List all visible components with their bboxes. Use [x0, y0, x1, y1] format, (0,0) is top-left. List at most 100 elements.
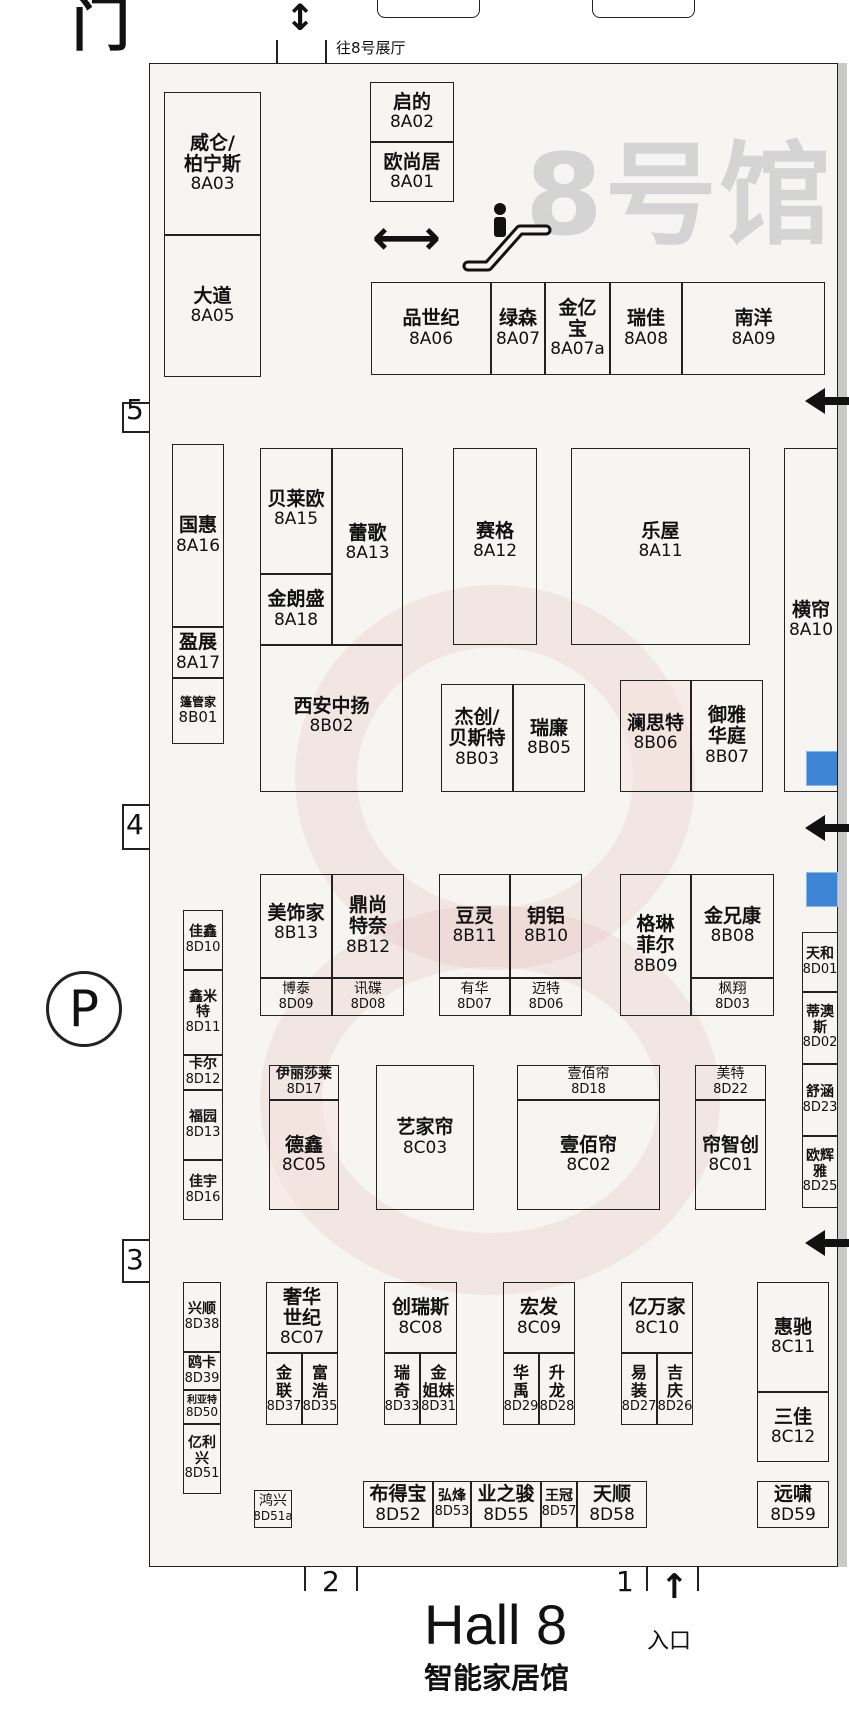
booth-8B11[interactable]: 豆灵 8B11: [439, 874, 510, 978]
booth-code: 8B07: [704, 746, 750, 767]
booth-8D27[interactable]: 易 装 8D27: [621, 1353, 657, 1425]
booth-8D55[interactable]: 业之骏 8D55: [471, 1481, 541, 1528]
booth-8D18[interactable]: 壹佰帘 8D18: [517, 1065, 660, 1100]
booth-8A12[interactable]: 赛格 8A12: [453, 448, 537, 645]
booth-8B13[interactable]: 美饰家 8B13: [260, 874, 332, 978]
booth-8C10[interactable]: 亿万家 8C10: [621, 1282, 693, 1353]
booth-8D51a[interactable]: 鸿兴 8D51a: [253, 1490, 293, 1528]
booth-name: 天和: [806, 945, 834, 962]
booth-8A10[interactable]: 横帘 8A10: [784, 448, 838, 792]
booth-8C11[interactable]: 惠驰 8C11: [757, 1282, 829, 1392]
booth-8D59[interactable]: 远啸 8D59: [757, 1481, 829, 1528]
booth-8D13[interactable]: 福园 8D13: [183, 1090, 223, 1160]
booth-code: 8C05: [281, 1155, 327, 1176]
booth-8D51[interactable]: 亿利 兴 8D51: [183, 1424, 221, 1494]
booth-8C03[interactable]: 艺家帘 8C03: [376, 1065, 474, 1210]
booth-8A07[interactable]: 绿森 8A07: [491, 282, 545, 375]
booth-8A06[interactable]: 品世纪 8A06: [371, 282, 491, 375]
booth-8B07[interactable]: 御雅 华庭 8B07: [691, 680, 763, 792]
booth-8D53[interactable]: 弘烽 8D53: [433, 1481, 471, 1528]
booth-name: 弘烽: [438, 1488, 466, 1505]
booth-8A17[interactable]: 盈展 8A17: [172, 627, 224, 678]
booth-8A03[interactable]: 威仑/ 柏宁斯 8A03: [164, 92, 261, 235]
booth-8B08[interactable]: 金兄康 8B08: [691, 874, 774, 978]
booth-8D08[interactable]: 讯碟 8D08: [332, 978, 404, 1016]
booth-8D28[interactable]: 升 龙 8D28: [539, 1353, 575, 1425]
booth-8A09[interactable]: 南洋 8A09: [682, 282, 825, 375]
booth-code: 8C11: [770, 1337, 816, 1358]
booth-code: 8D08: [350, 996, 386, 1012]
booth-8A15[interactable]: 贝莱欧 8A15: [260, 448, 332, 574]
booth-code: 8A15: [273, 509, 319, 530]
booth-8C09[interactable]: 宏发 8C09: [503, 1282, 575, 1353]
booth-code: 8B02: [309, 716, 354, 737]
booth-8D38[interactable]: 兴顺 8D38: [183, 1282, 221, 1352]
booth-code: 8A13: [345, 543, 390, 564]
booth-8D58[interactable]: 天顺 8D58: [577, 1481, 647, 1528]
booth-name: 威仑/ 柏宁斯: [183, 131, 241, 175]
booth-8B02[interactable]: 西安中扬 8B02: [260, 645, 403, 792]
booth-8C08[interactable]: 创瑞斯 8C08: [384, 1282, 457, 1353]
booth-8D07[interactable]: 有华 8D07: [439, 978, 510, 1016]
booth-8D06[interactable]: 迈特 8D06: [510, 978, 582, 1016]
booth-code: 8D38: [184, 1316, 220, 1332]
booth-8A07a[interactable]: 金亿 宝 8A07a: [545, 282, 610, 375]
booth-8A05[interactable]: 大道 8A05: [164, 235, 261, 377]
booth-8D01[interactable]: 天和 8D01: [802, 932, 838, 992]
booth-8D17[interactable]: 伊丽莎莱 8D17: [269, 1065, 339, 1100]
booth-8B05[interactable]: 瑞廉 8B05: [513, 684, 585, 792]
booth-8D31[interactable]: 金 姐妹 8D31: [420, 1353, 457, 1425]
booth-8D29[interactable]: 华 禹 8D29: [503, 1353, 539, 1425]
booth-8B12[interactable]: 鼎尚 特奈 8B12: [332, 874, 404, 978]
booth-8B01[interactable]: 篷管家 8B01: [172, 678, 224, 744]
booth-name: 蒂澳 斯: [806, 1004, 834, 1036]
booth-8D11[interactable]: 鑫米 特 8D11: [183, 970, 223, 1055]
booth-8C05[interactable]: 德鑫 8C05: [269, 1100, 339, 1210]
booth-name: 赛格: [475, 520, 514, 542]
booth-code: 8A03: [190, 174, 235, 195]
booth-8A02[interactable]: 启的 8A02: [370, 82, 454, 142]
booth-8D33[interactable]: 瑞 奇 8D33: [384, 1353, 420, 1425]
booth-code: 8A11: [638, 541, 683, 562]
booth-8D25[interactable]: 欧辉 雅 8D25: [802, 1136, 838, 1208]
booth-8A11[interactable]: 乐屋 8A11: [571, 448, 750, 645]
booth-8D37[interactable]: 金 联 8D37: [266, 1353, 302, 1425]
booth-8A16[interactable]: 国惠 8A16: [172, 444, 224, 627]
booth-name: 远啸: [773, 1483, 812, 1506]
booth-8D10[interactable]: 佳鑫 8D10: [183, 910, 223, 970]
booth-8C07[interactable]: 奢华 世纪 8C07: [266, 1282, 338, 1353]
booth-8D09[interactable]: 博泰 8D09: [260, 978, 332, 1016]
booth-8A18[interactable]: 金朗盛 8A18: [260, 574, 332, 645]
booth-8B06[interactable]: 澜思特 8B06: [620, 680, 691, 792]
booth-8B03[interactable]: 杰创/ 贝斯特 8B03: [441, 684, 513, 792]
booth-8D35[interactable]: 富 浩 8D35: [302, 1353, 338, 1425]
booth-8B09[interactable]: 格琳 菲尔 8B09: [620, 874, 691, 1016]
booth-8D52[interactable]: 布得宝 8D52: [363, 1481, 433, 1528]
booth-name: 盈展: [178, 631, 217, 654]
booth-name: 大道: [193, 284, 232, 307]
booth-8D12[interactable]: 卡尔 8D12: [183, 1055, 223, 1090]
booth-8D22[interactable]: 美特 8D22: [695, 1065, 766, 1100]
booth-code: 8D37: [266, 1398, 302, 1414]
booth-8C12[interactable]: 三佳 8C12: [757, 1392, 829, 1462]
booth-8D57[interactable]: 王冠 8D57: [541, 1481, 577, 1528]
booth-8D50[interactable]: 利亚特 8D50: [183, 1390, 221, 1424]
booth-8D02[interactable]: 蒂澳 斯 8D02: [802, 992, 838, 1064]
booth-code: 8C03: [402, 1137, 448, 1158]
booth-name: 伊丽莎莱: [276, 1066, 332, 1083]
booth-8C01[interactable]: 帘智创 8C01: [695, 1100, 766, 1210]
booth-code: 8D11: [185, 1019, 221, 1035]
booth-8D03[interactable]: 枫翔 8D03: [691, 978, 774, 1016]
booth-code: 8D51a: [253, 1509, 293, 1524]
booth-8B10[interactable]: 钥铝 8B10: [510, 874, 582, 978]
booth-8D23[interactable]: 舒涵 8D23: [802, 1064, 838, 1136]
booth-8D16[interactable]: 佳宇 8D16: [183, 1160, 223, 1220]
booth-8A01[interactable]: 欧尚居 8A01: [370, 142, 454, 202]
booth-code: 8A09: [731, 328, 776, 349]
booth-name: 启的: [392, 90, 431, 113]
booth-8C02[interactable]: 壹佰帘 8C02: [517, 1100, 660, 1210]
booth-8A13[interactable]: 蕾歌 8A13: [332, 448, 403, 645]
booth-8A08[interactable]: 瑞佳 8A08: [610, 282, 682, 375]
booth-8D26[interactable]: 吉 庆 8D26: [657, 1353, 693, 1425]
booth-8D39[interactable]: 鸥卡 8D39: [183, 1352, 221, 1390]
